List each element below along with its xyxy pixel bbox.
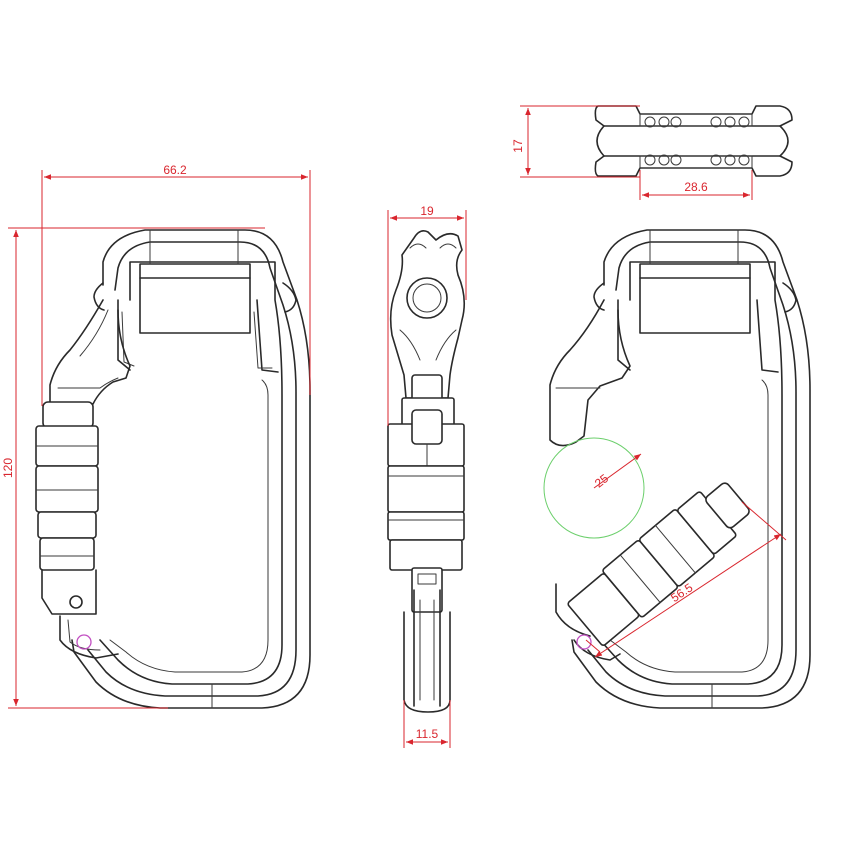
side-view (387, 230, 466, 713)
front-width-dimension: 66.2 (41, 163, 311, 406)
pin-marker-icon (76, 634, 92, 650)
open-gate-sleeve (567, 482, 750, 647)
top-width-label: 28.6 (684, 180, 708, 194)
side-width-label: 19 (420, 204, 434, 218)
open-pin-marker-icon (576, 634, 592, 650)
ball-bearing-row-bottom (644, 154, 750, 166)
front-height-label: 120 (1, 458, 15, 478)
side-bottom-width-dimension: 11.5 (403, 700, 451, 748)
clearance-circle (543, 437, 645, 539)
top-view (594, 105, 793, 177)
top-height-label: 17 (511, 139, 525, 153)
gate-clearance-dimension: 25 (543, 437, 645, 539)
front-view (35, 229, 311, 709)
front-height-dimension: 120 (1, 227, 265, 709)
side-bottom-width-label: 11.5 (416, 727, 439, 741)
top-width-dimension: 28.6 (639, 170, 753, 200)
side-width-dimension: 19 (387, 204, 467, 426)
top-height-dimension: 17 (511, 105, 640, 178)
ball-bearing-row-top (644, 116, 750, 128)
front-width-label: 66.2 (163, 163, 187, 177)
open-gate-view (549, 229, 811, 709)
